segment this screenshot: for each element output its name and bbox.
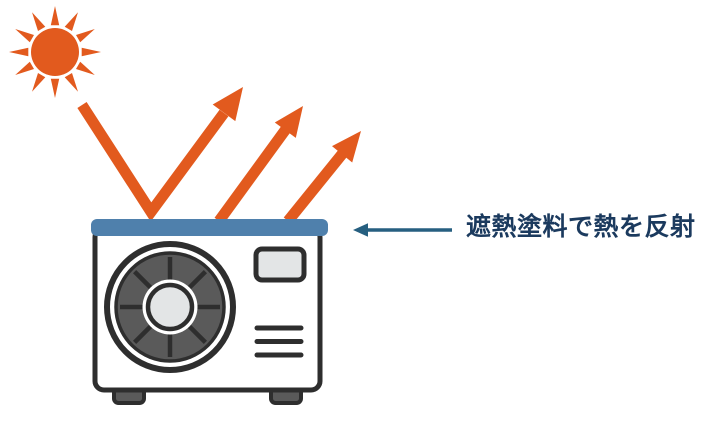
annotation-arrow-icon [353, 223, 452, 237]
sun-ray [50, 6, 60, 26]
sun-ray [15, 61, 34, 75]
sun-ray [81, 47, 101, 57]
fan [104, 241, 236, 373]
arrow-head-3 [332, 131, 361, 163]
unit-panel-group [253, 246, 307, 283]
arrow-shafts [77, 102, 348, 225]
sun-ray [32, 73, 46, 92]
sun-icon [9, 6, 101, 98]
sun-ray [64, 12, 78, 31]
annotation-label: 遮熱塗料で熱を反射 [466, 212, 696, 241]
reflection-arrows-icon [77, 87, 361, 225]
sun-ray [9, 47, 29, 57]
unit-vents [254, 325, 304, 358]
sun-rays [9, 6, 101, 98]
sun-disc [31, 28, 79, 76]
sun-ray [32, 12, 46, 31]
sun-ray [50, 78, 60, 98]
ac-outdoor-unit-icon [91, 219, 328, 405]
annotation-arrow-head-group [353, 223, 368, 237]
annotation-arrow-head [353, 223, 368, 237]
fan-hub-group [145, 282, 195, 332]
reflected-shaft-3 [283, 149, 348, 225]
sun-ray [76, 61, 95, 75]
fan-hub [145, 282, 195, 332]
sun-ray [15, 29, 34, 43]
roof-coating-group [91, 219, 328, 236]
arrow-heads [212, 87, 361, 163]
incoming-bounce-shaft [77, 102, 229, 222]
sun-ray [64, 73, 78, 92]
reflected-shaft-2 [214, 125, 291, 225]
sun-ray [76, 29, 95, 43]
unit-label-panel [253, 246, 307, 283]
roof-coating-bar [91, 219, 328, 236]
arrow-head-2 [274, 106, 303, 138]
arrow-head-1 [212, 87, 243, 122]
